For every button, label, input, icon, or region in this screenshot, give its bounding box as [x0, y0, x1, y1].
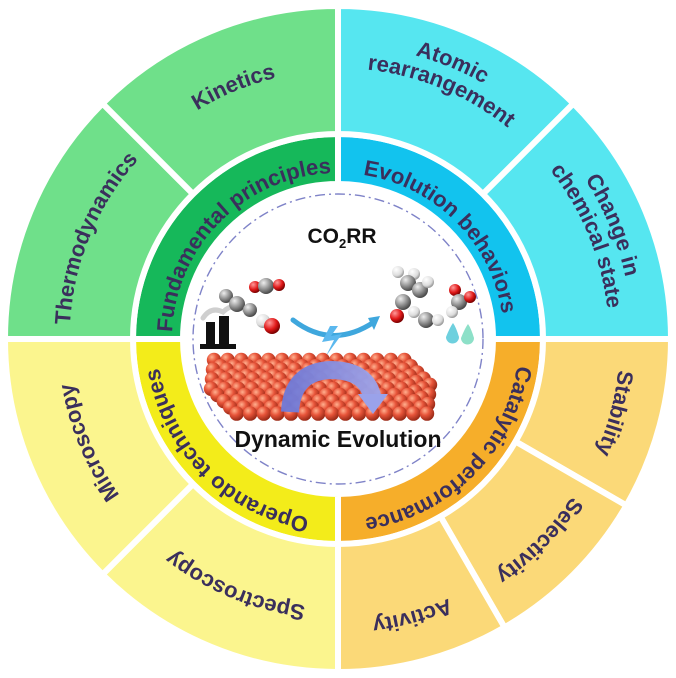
droplet-icon — [446, 323, 475, 345]
co2-molecule-icon — [219, 289, 257, 317]
reaction-arrow-icon — [290, 316, 380, 356]
co2-molecule-icon — [249, 278, 285, 294]
hydrocarbon-molecule-icon — [392, 266, 434, 298]
dynamic-arrow-icon — [281, 360, 388, 414]
sector-microscopy — [2, 336, 197, 578]
water-molecule-icon — [256, 314, 280, 334]
dynamic-evolution-label: Dynamic Evolution — [234, 426, 441, 452]
formic-acid-molecule-icon — [446, 284, 476, 318]
ethanol-molecule-icon — [390, 294, 444, 328]
co2rr-title: CO2RR — [307, 225, 376, 251]
center-dashed-circle — [192, 193, 484, 485]
ring-sectors — [2, 3, 674, 675]
